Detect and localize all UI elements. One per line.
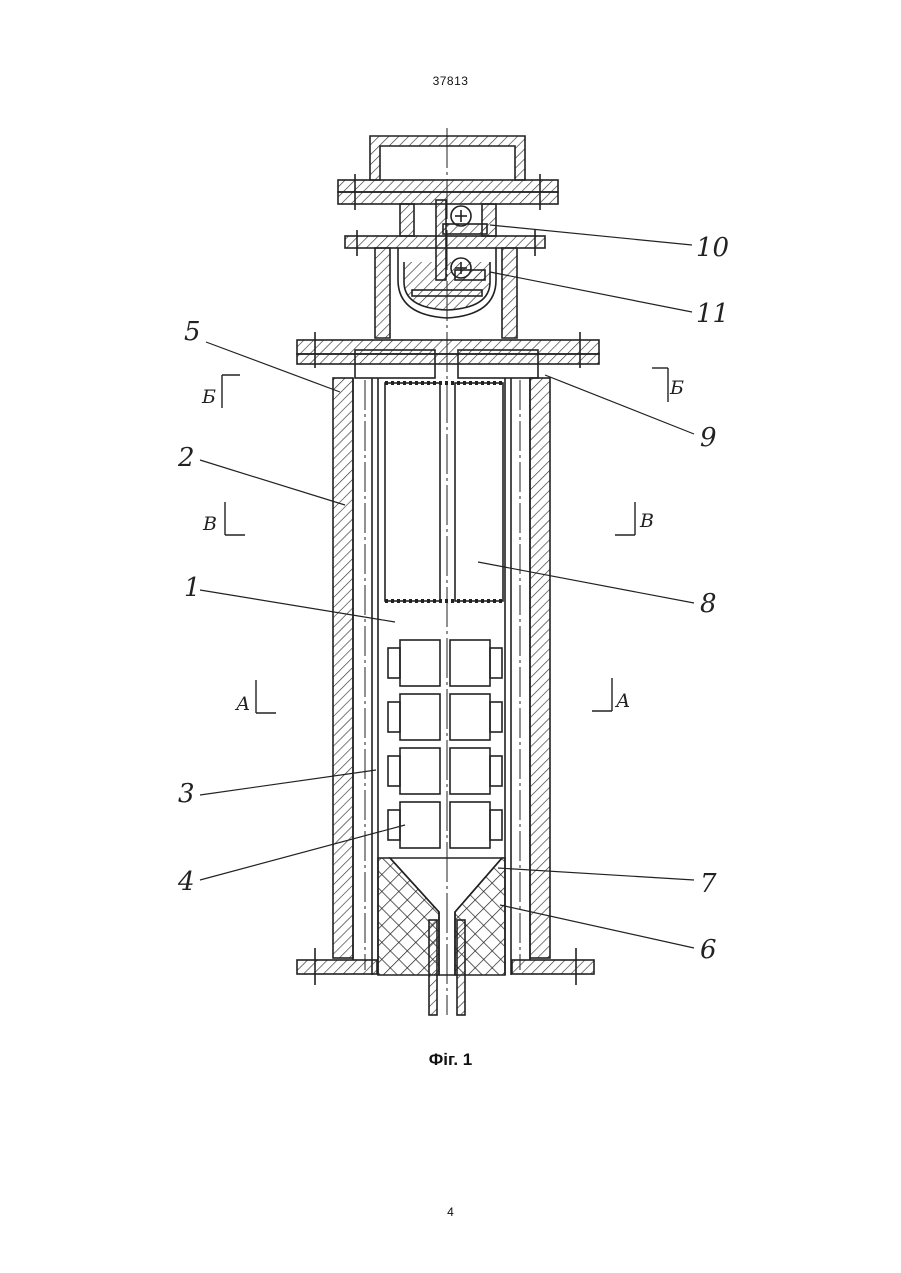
label-4: 4 bbox=[177, 867, 195, 897]
section-mark-v-right: В bbox=[639, 510, 654, 532]
label-2: 2 bbox=[177, 443, 195, 473]
label-8: 8 bbox=[700, 589, 717, 619]
label-6: 6 bbox=[700, 935, 717, 965]
section-mark-b-left: Б bbox=[201, 386, 216, 408]
label-7: 7 bbox=[700, 869, 717, 899]
label-9: 9 bbox=[700, 423, 717, 453]
section-mark-a-right: А bbox=[614, 690, 630, 712]
label-1: 1 bbox=[184, 573, 201, 603]
section-mark-b-right: Б bbox=[669, 377, 684, 399]
section-mark-a-left: А bbox=[234, 693, 250, 715]
label-10: 10 bbox=[696, 233, 729, 263]
figure-caption: Фіг. 1 bbox=[0, 1050, 901, 1070]
page-number: 4 bbox=[0, 1205, 901, 1219]
label-3: 3 bbox=[178, 779, 195, 809]
label-5: 5 bbox=[184, 317, 201, 347]
label-11: 11 bbox=[696, 299, 729, 329]
section-mark-v-left: В bbox=[202, 513, 217, 535]
